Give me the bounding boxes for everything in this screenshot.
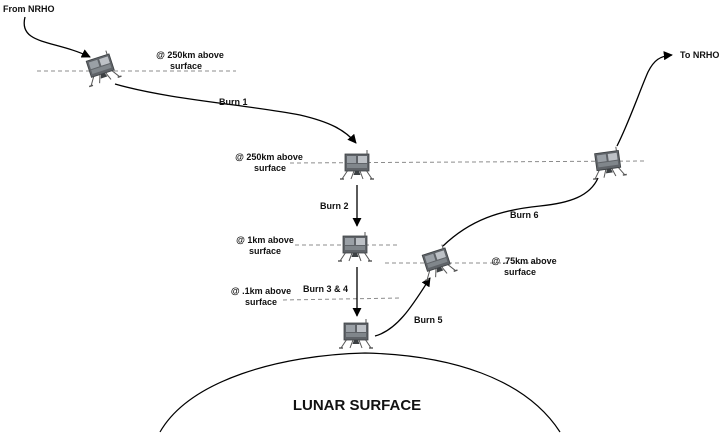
altitude-01km-label-line1: @ .1km above bbox=[231, 286, 291, 296]
lunar-lander-icon bbox=[415, 241, 459, 282]
burn-5-label: Burn 5 bbox=[414, 315, 443, 325]
lunar-lander-icon bbox=[79, 47, 123, 88]
lunar-lander-icon bbox=[588, 145, 628, 180]
to-nrho-label: To NRHO bbox=[680, 50, 719, 60]
lunar-lander-icon bbox=[339, 149, 375, 180]
altitude-1km-label-line1: @ 1km above bbox=[236, 235, 294, 245]
burn-3-4-label: Burn 3 & 4 bbox=[303, 284, 348, 294]
lunar-surface-arc bbox=[159, 352, 561, 433]
altitude-1km-label-line2: surface bbox=[249, 246, 281, 256]
burn-5-path bbox=[374, 277, 431, 337]
altitude-line-250km-right bbox=[289, 160, 646, 164]
altitude-250km-label-b-line1: @ 250km above bbox=[235, 152, 303, 162]
altitude-line-01km bbox=[282, 297, 401, 301]
altitude-250km-label-line1: @ 250km above bbox=[156, 50, 224, 60]
altitude-250km-label-line2: surface bbox=[170, 61, 202, 71]
burn-1-path bbox=[114, 83, 357, 144]
from-nrho-path bbox=[23, 16, 91, 58]
to-nrho-path bbox=[616, 51, 673, 147]
lunar-lander-icon bbox=[338, 318, 374, 349]
from-nrho-label: From NRHO bbox=[3, 4, 55, 14]
altitude-075km-label-line2: surface bbox=[504, 267, 536, 277]
burn-6-path bbox=[442, 177, 599, 247]
altitude-250km-label-b-line2: surface bbox=[254, 163, 286, 173]
lunar-surface-label: LUNAR SURFACE bbox=[293, 397, 421, 414]
lunar-lander-icon bbox=[337, 231, 373, 262]
altitude-075km-label-line1: @ .75km above bbox=[491, 256, 556, 266]
burn-6-label: Burn 6 bbox=[510, 210, 539, 220]
altitude-01km-label-line2: surface bbox=[245, 297, 277, 307]
burn-2-label: Burn 2 bbox=[320, 201, 349, 211]
burn-1-label: Burn 1 bbox=[219, 97, 248, 107]
